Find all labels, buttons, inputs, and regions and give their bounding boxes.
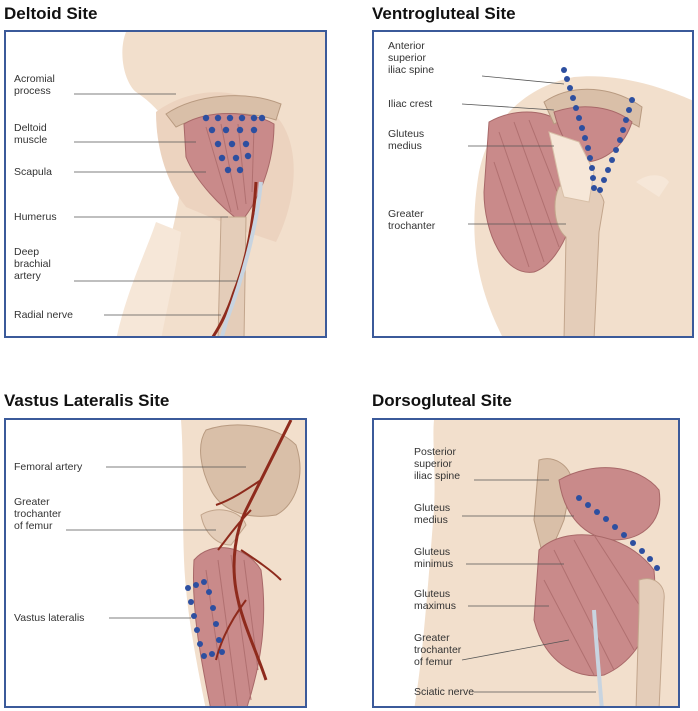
label-greater-trochanter-of-femur: Greater trochanter of femur (14, 496, 61, 532)
ventrogluteal-title: Ventrogluteal Site (372, 4, 516, 24)
label-deltoid-muscle: Deltoid muscle (14, 122, 47, 146)
dorsogluteal-panel: Posterior superior iliac spine Gluteus m… (372, 418, 680, 708)
deltoid-title: Deltoid Site (4, 4, 98, 24)
label-vastus-lateralis: Vastus lateralis (14, 612, 84, 624)
label-greater-trochanter: Greater trochanter (388, 208, 435, 232)
vastus-lateralis-title: Vastus Lateralis Site (4, 391, 169, 411)
label-deep-brachial-artery: Deep brachial artery (14, 246, 51, 282)
dorsogluteal-title: Dorsogluteal Site (372, 391, 512, 411)
label-iliac-crest: Iliac crest (388, 98, 432, 110)
label-gluteus-minimus: Gluteus minimus (414, 546, 453, 570)
deltoid-panel: Acromial process Deltoid muscle Scapula … (4, 30, 327, 338)
ventrogluteal-illustration (374, 32, 694, 338)
label-sciatic-nerve: Sciatic nerve (414, 686, 474, 698)
vastus-lateralis-panel: Femoral artery Greater trochanter of fem… (4, 418, 307, 708)
ventrogluteal-panel: Anterior superior iliac spine Iliac cres… (372, 30, 694, 338)
label-humerus: Humerus (14, 211, 57, 223)
label-radial-nerve: Radial nerve (14, 309, 73, 321)
label-acromial-process: Acromial process (14, 73, 55, 97)
label-greater-trochanter-of-femur-dorso: Greater trochanter of femur (414, 632, 461, 668)
label-gluteus-medius: Gluteus medius (388, 128, 424, 152)
label-gluteus-maximus: Gluteus maximus (414, 588, 456, 612)
label-posterior-superior-iliac-spine: Posterior superior iliac spine (414, 446, 460, 482)
label-anterior-superior-iliac-spine: Anterior superior iliac spine (388, 40, 434, 76)
label-femoral-artery: Femoral artery (14, 461, 82, 473)
label-gluteus-medius-dorso: Gluteus medius (414, 502, 450, 526)
label-scapula: Scapula (14, 166, 52, 178)
